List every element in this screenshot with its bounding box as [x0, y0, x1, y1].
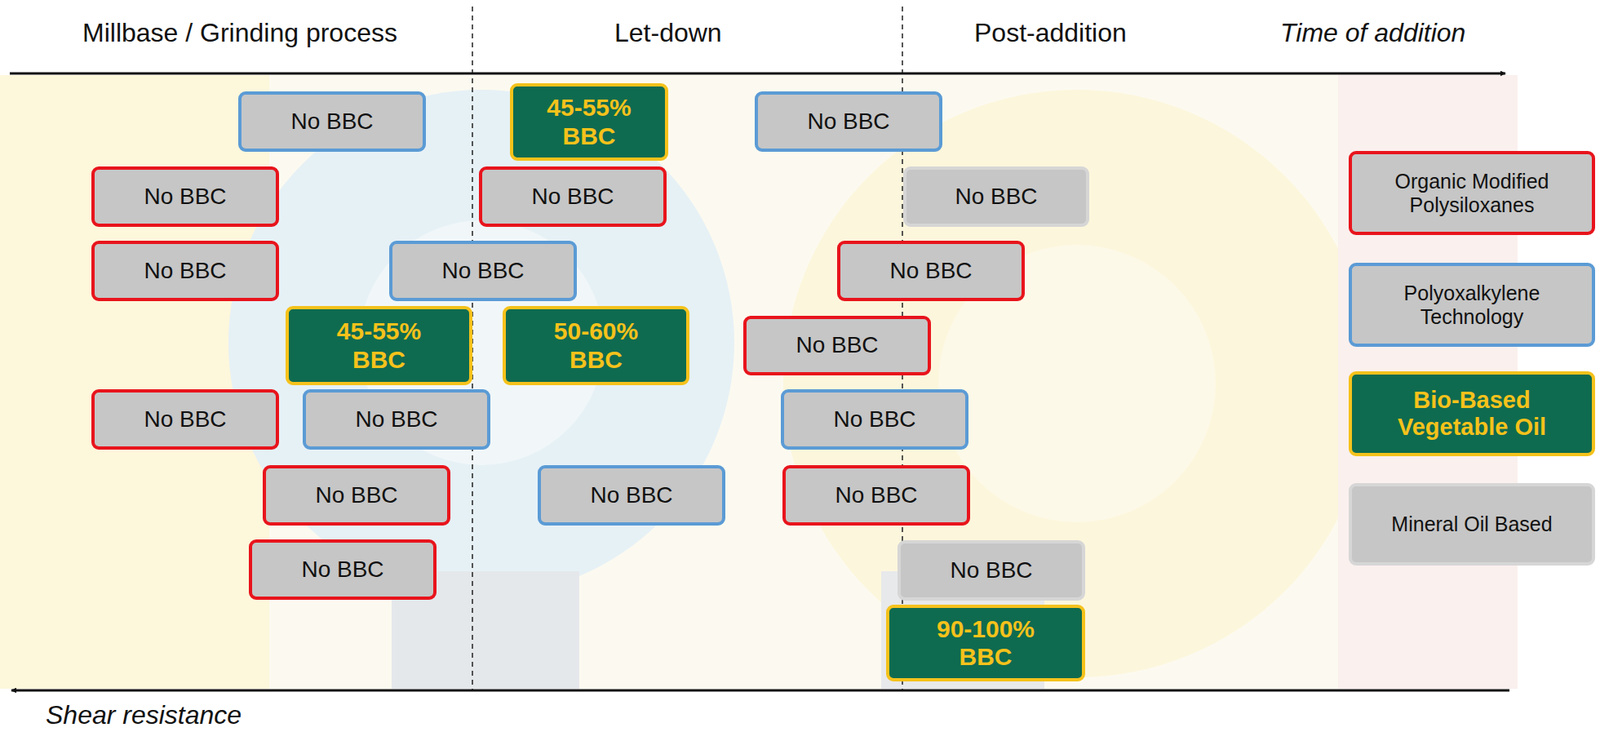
- box-text: No BBC: [889, 257, 972, 284]
- stage-heading: Millbase / Grinding process: [82, 17, 398, 49]
- bbc-share-box: 45-55% BBC: [285, 305, 473, 386]
- shear-axis-arrow: [11, 689, 1510, 692]
- no-bbc-box: No BBC: [780, 389, 969, 450]
- bbc-percentage: 45-55% BBC: [318, 317, 441, 374]
- axis-label: Time of addition: [1280, 17, 1466, 49]
- no-bbc-box: No BBC: [302, 389, 491, 450]
- box-text: No BBC: [143, 183, 227, 210]
- no-bbc-box: No BBC: [754, 91, 943, 152]
- no-bbc-box: No BBC: [837, 240, 1025, 302]
- stage-heading: Let-down: [614, 17, 723, 49]
- box-text: No BBC: [954, 183, 1038, 210]
- legend-swatch: Organic Modified Polysiloxanes: [1348, 150, 1596, 235]
- box-text: No BBC: [589, 482, 673, 509]
- no-bbc-box: No BBC: [478, 166, 667, 227]
- no-bbc-box: No BBC: [743, 315, 931, 376]
- bbc-share-box: 90-100% BBC: [886, 604, 1086, 682]
- box-text: No BBC: [290, 108, 373, 135]
- stage-heading: Post-addition: [974, 17, 1127, 49]
- box-text: No BBC: [314, 482, 398, 509]
- time-axis-arrow: [9, 72, 1506, 76]
- no-bbc-box: No BBC: [782, 465, 971, 526]
- box-text: No BBC: [949, 557, 1033, 584]
- no-bbc-box: No BBC: [262, 465, 451, 526]
- no-bbc-box: No BBC: [238, 91, 426, 152]
- box-text: No BBC: [143, 257, 227, 284]
- box-text: No BBC: [531, 183, 614, 210]
- no-bbc-box: No BBC: [91, 240, 280, 302]
- no-bbc-box: No BBC: [248, 539, 437, 600]
- legend-text: Mineral Oil Based: [1391, 512, 1552, 537]
- box-text: No BBC: [301, 556, 384, 583]
- legend-swatch: Polyoxalkylene Technology: [1348, 262, 1596, 347]
- legend-swatch: Mineral Oil Based: [1348, 483, 1596, 566]
- axis-label: Shear resistance: [45, 700, 242, 731]
- no-bbc-box: No BBC: [91, 166, 280, 227]
- box-text: No BBC: [441, 257, 524, 284]
- bbc-share-box: 50-60% BBC: [502, 305, 690, 386]
- box-text: No BBC: [833, 406, 916, 433]
- legend-text: Polyoxalkylene Technology: [1373, 281, 1570, 329]
- faded-machine-photo: [0, 75, 1518, 689]
- no-bbc-box: No BBC: [897, 540, 1086, 601]
- no-bbc-box: No BBC: [537, 465, 726, 526]
- legend-swatch: Bio-Based Vegetable Oil: [1348, 371, 1596, 457]
- no-bbc-box: No BBC: [91, 389, 280, 450]
- bbc-percentage: 90-100% BBC: [924, 615, 1047, 672]
- box-text: No BBC: [795, 332, 878, 359]
- legend-text: Bio-Based Vegetable Oil: [1361, 386, 1583, 442]
- no-bbc-box: No BBC: [389, 240, 577, 302]
- bbc-share-box: 45-55% BBC: [509, 83, 669, 161]
- bbc-percentage: 50-60% BBC: [535, 317, 658, 374]
- legend-text: Organic Modified Polysiloxanes: [1373, 169, 1570, 218]
- bbc-percentage: 45-55% BBC: [527, 93, 651, 151]
- box-text: No BBC: [834, 482, 918, 509]
- box-text: No BBC: [806, 108, 890, 135]
- box-text: No BBC: [143, 406, 227, 433]
- box-text: No BBC: [354, 406, 438, 433]
- no-bbc-box: No BBC: [903, 166, 1090, 227]
